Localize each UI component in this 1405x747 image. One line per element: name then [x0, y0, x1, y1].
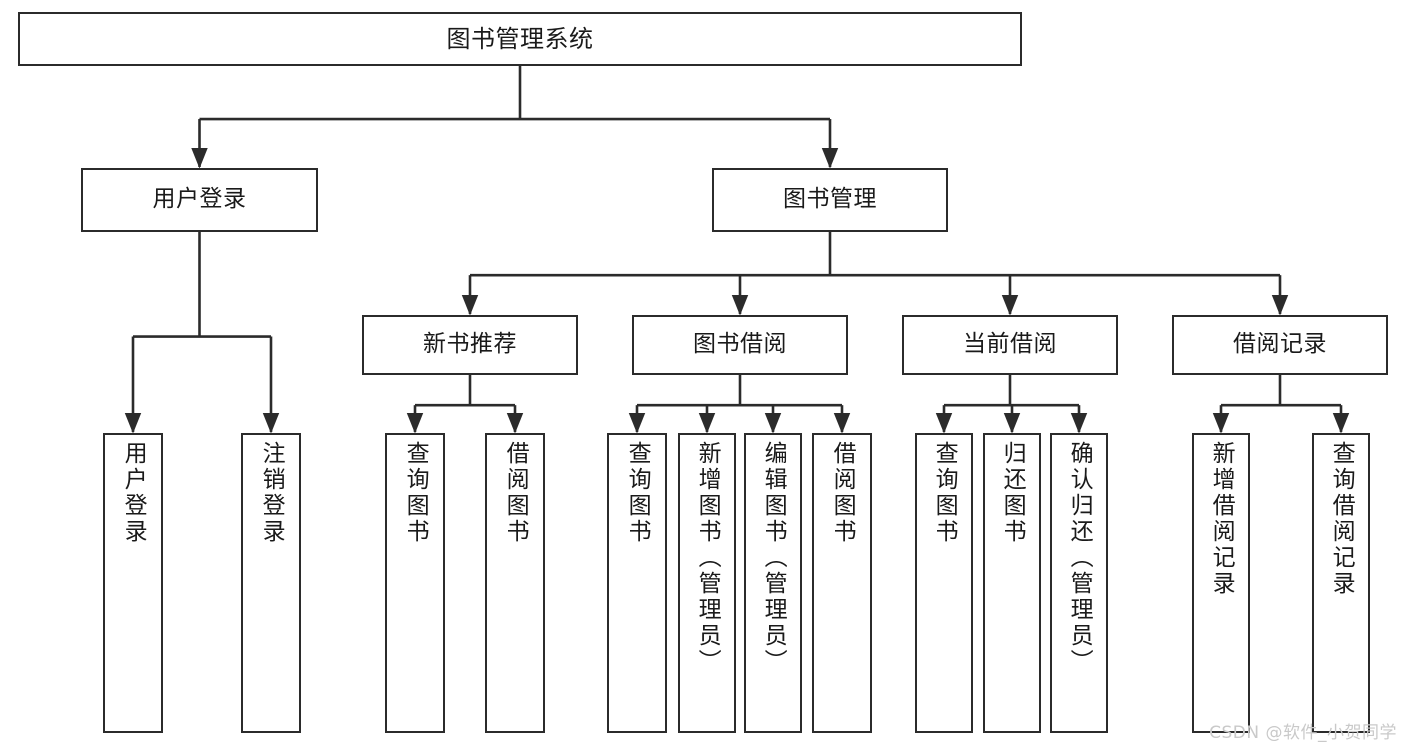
- node-leaf-borrow-book-2[interactable]: 借阅图书: [812, 433, 872, 733]
- node-label: 借阅图书: [502, 441, 529, 545]
- node-label: 编辑图书（管理员）: [760, 441, 787, 675]
- node-leaf-borrow-book-1[interactable]: 借阅图书: [485, 433, 545, 733]
- node-leaf-return-book[interactable]: 归还图书: [983, 433, 1041, 733]
- node-cur-borrow[interactable]: 当前借阅: [902, 315, 1118, 375]
- node-leaf-user-logout[interactable]: 注销登录: [241, 433, 301, 733]
- node-leaf-query-book-1[interactable]: 查询图书: [385, 433, 445, 733]
- node-leaf-add-log[interactable]: 新增借阅记录: [1192, 433, 1250, 733]
- node-label: 借阅图书: [829, 441, 856, 545]
- node-book-manage[interactable]: 图书管理: [712, 168, 948, 232]
- node-label: 图书管理系统: [446, 24, 594, 53]
- node-label: 查询借阅记录: [1328, 441, 1355, 597]
- node-label: 借阅记录: [1233, 331, 1327, 358]
- node-leaf-query-book-3[interactable]: 查询图书: [915, 433, 973, 733]
- node-label: 查询图书: [624, 441, 651, 545]
- node-label: 当前借阅: [963, 331, 1057, 358]
- node-label: 图书管理: [783, 186, 877, 213]
- node-label: 新增图书（管理员）: [694, 441, 721, 675]
- node-leaf-confirm-ret[interactable]: 确认归还（管理员）: [1050, 433, 1108, 733]
- node-new-book-rec[interactable]: 新书推荐: [362, 315, 578, 375]
- node-root[interactable]: 图书管理系统: [18, 12, 1022, 66]
- node-label: 查询图书: [931, 441, 958, 545]
- node-label: 图书借阅: [693, 331, 787, 358]
- node-label: 用户登录: [120, 441, 147, 545]
- node-borrow-log[interactable]: 借阅记录: [1172, 315, 1388, 375]
- node-user-login[interactable]: 用户登录: [81, 168, 318, 232]
- node-label: 注销登录: [258, 441, 285, 545]
- node-label: 确认归还（管理员）: [1066, 441, 1093, 675]
- node-book-borrow[interactable]: 图书借阅: [632, 315, 848, 375]
- node-label: 归还图书: [999, 441, 1026, 545]
- node-label: 新增借阅记录: [1208, 441, 1235, 597]
- node-leaf-add-book[interactable]: 新增图书（管理员）: [678, 433, 736, 733]
- node-leaf-edit-book[interactable]: 编辑图书（管理员）: [744, 433, 802, 733]
- node-leaf-query-book-2[interactable]: 查询图书: [607, 433, 667, 733]
- node-label: 查询图书: [402, 441, 429, 545]
- node-label: 用户登录: [152, 186, 247, 213]
- node-leaf-user-login[interactable]: 用户登录: [103, 433, 163, 733]
- node-leaf-query-log[interactable]: 查询借阅记录: [1312, 433, 1370, 733]
- node-label: 新书推荐: [423, 331, 517, 358]
